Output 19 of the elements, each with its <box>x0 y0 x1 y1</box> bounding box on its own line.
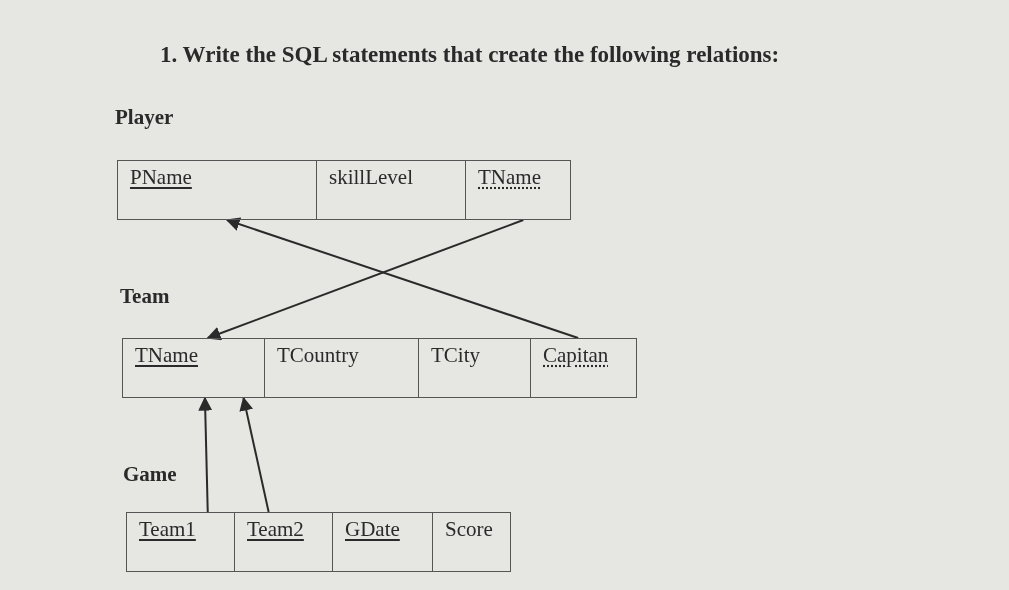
title: 1. Write the SQL statements that create the following relations: <box>160 42 780 68</box>
table-name: Game <box>123 462 177 487</box>
attribute-cell: Capitan <box>530 338 637 398</box>
attribute-cell: TCountry <box>264 338 419 398</box>
attribute-cell: skillLevel <box>316 160 466 220</box>
foreign-key-arrow <box>206 219 525 341</box>
attribute-cell: Score <box>432 512 511 572</box>
foreign-key-arrow <box>225 217 580 339</box>
attribute-cell: GDate <box>332 512 433 572</box>
attribute-cell: PName <box>117 160 317 220</box>
attribute-cell: TName <box>465 160 571 220</box>
foreign-key-arrow <box>239 396 270 513</box>
table-name: Player <box>115 105 174 130</box>
attribute-cell: Team2 <box>234 512 333 572</box>
attribute-cell: TName <box>122 338 265 398</box>
attribute-cell: Team1 <box>126 512 235 572</box>
table-name: Team <box>120 284 170 309</box>
attribute-cell: TCity <box>418 338 531 398</box>
foreign-key-arrow <box>198 396 213 513</box>
